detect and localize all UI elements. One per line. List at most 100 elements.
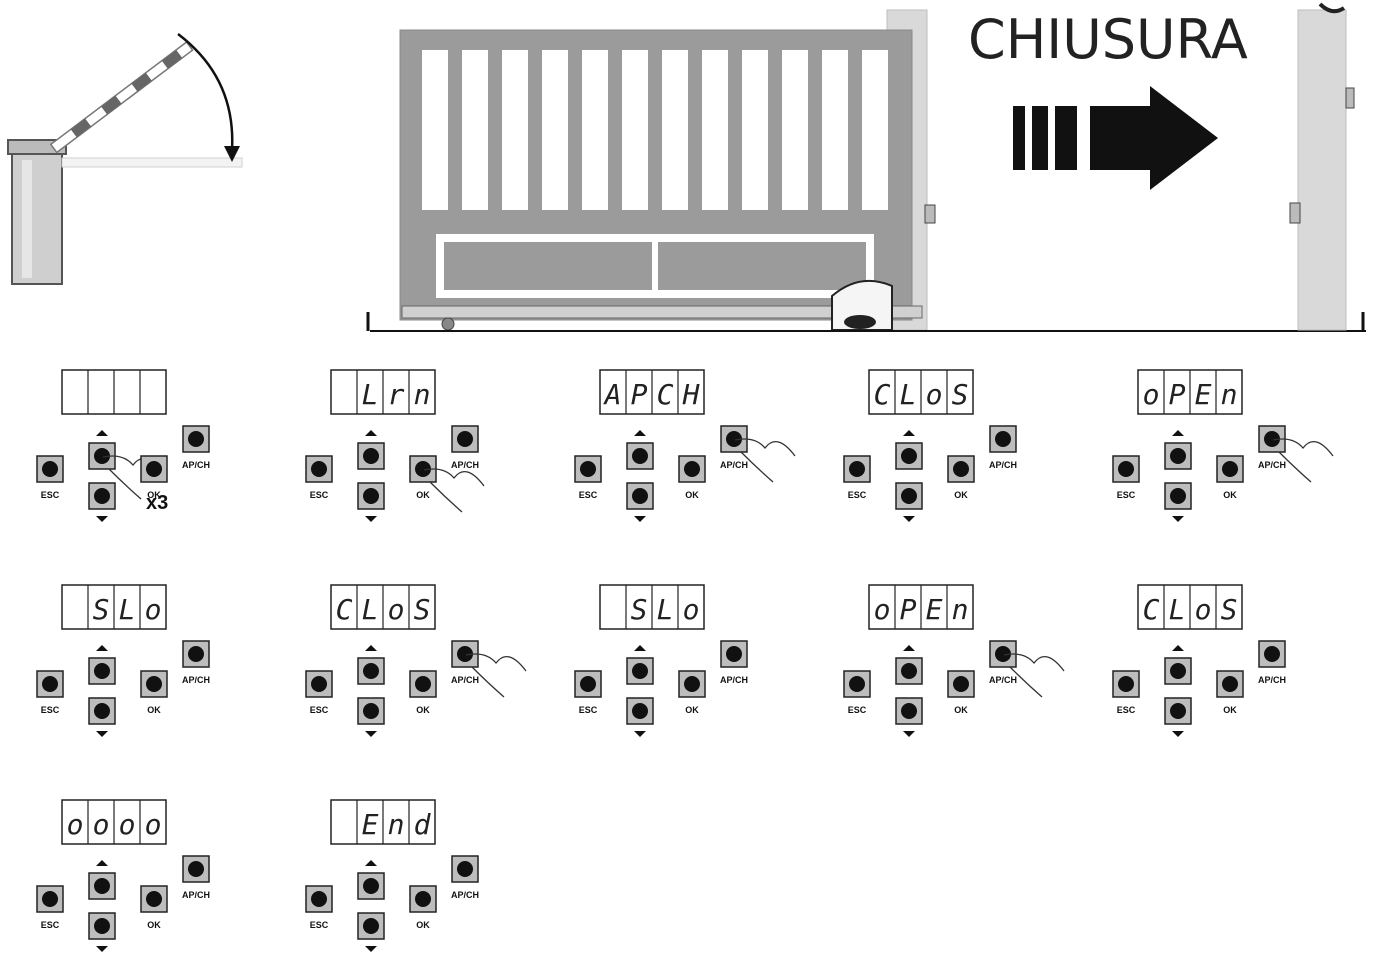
up-button[interactable]	[626, 657, 654, 685]
apch-button[interactable]	[1258, 640, 1286, 668]
down-arrow-icon	[1172, 516, 1184, 522]
down-button[interactable]	[88, 482, 116, 510]
sliding-gate	[366, 2, 1366, 332]
apch-button[interactable]	[451, 855, 479, 883]
up-button[interactable]	[357, 657, 385, 685]
lcd-digit: E	[926, 593, 943, 626]
apch-button[interactable]	[989, 425, 1017, 453]
ok-label: OK	[416, 920, 430, 930]
apch-button[interactable]	[182, 640, 210, 668]
apch-button[interactable]	[720, 425, 796, 483]
up-button[interactable]	[895, 657, 923, 685]
esc-button[interactable]	[305, 670, 333, 698]
apch-label: AP/CH	[720, 460, 748, 470]
apch-label: AP/CH	[182, 460, 210, 470]
ok-button[interactable]	[1216, 455, 1244, 483]
ok-label: OK	[147, 490, 161, 500]
up-button[interactable]	[1164, 442, 1192, 470]
apch-button[interactable]	[1258, 425, 1334, 483]
ok-button[interactable]	[409, 670, 437, 698]
esc-label: ESC	[579, 705, 598, 715]
esc-button[interactable]	[843, 455, 871, 483]
up-arrow-icon	[1172, 645, 1184, 651]
down-button[interactable]	[88, 697, 116, 725]
esc-button[interactable]	[305, 455, 333, 483]
apch-button[interactable]	[451, 425, 479, 453]
down-button[interactable]	[626, 697, 654, 725]
apch-button[interactable]	[451, 640, 527, 698]
esc-button[interactable]	[36, 885, 64, 913]
down-arrow-icon	[634, 731, 646, 737]
up-button[interactable]	[1164, 657, 1192, 685]
up-button[interactable]	[357, 442, 385, 470]
apch-label: AP/CH	[451, 890, 479, 900]
up-button[interactable]	[88, 872, 116, 900]
pointing-hand-icon	[465, 653, 527, 698]
lcd-digit: d	[414, 808, 432, 841]
up-button[interactable]	[88, 657, 116, 685]
esc-button[interactable]	[1112, 670, 1140, 698]
up-button[interactable]	[357, 872, 385, 900]
ok-button[interactable]	[140, 670, 168, 698]
ok-button[interactable]	[947, 670, 975, 698]
apch-button[interactable]	[989, 640, 1065, 698]
lcd-digit: S	[1221, 593, 1238, 626]
esc-button[interactable]	[36, 670, 64, 698]
apch-label: AP/CH	[451, 675, 479, 685]
down-button[interactable]	[895, 697, 923, 725]
lcd-display	[61, 369, 167, 415]
esc-button[interactable]	[305, 885, 333, 913]
esc-button[interactable]	[1112, 455, 1140, 483]
ok-button[interactable]	[140, 885, 168, 913]
pointing-hand-icon	[734, 438, 796, 483]
lcd-digit: L	[119, 593, 136, 626]
lcd-digit: S	[414, 593, 431, 626]
ok-button[interactable]	[678, 670, 706, 698]
ok-button[interactable]	[140, 455, 168, 483]
apch-label: AP/CH	[989, 675, 1017, 685]
apch-label: AP/CH	[182, 890, 210, 900]
apch-label: AP/CH	[1258, 675, 1286, 685]
down-button[interactable]	[1164, 697, 1192, 725]
esc-label: ESC	[310, 705, 329, 715]
down-button[interactable]	[626, 482, 654, 510]
ok-button[interactable]	[947, 455, 975, 483]
up-button[interactable]	[626, 442, 654, 470]
up-button[interactable]	[895, 442, 923, 470]
apch-button[interactable]	[720, 640, 748, 668]
down-button[interactable]	[357, 912, 385, 940]
apch-label: AP/CH	[989, 460, 1017, 470]
esc-button[interactable]	[36, 455, 64, 483]
lcd-digit: C	[874, 378, 891, 411]
lcd-digit: o	[1143, 378, 1160, 411]
down-button[interactable]	[357, 697, 385, 725]
down-button[interactable]	[357, 482, 385, 510]
esc-button[interactable]	[843, 670, 871, 698]
ok-button[interactable]	[678, 455, 706, 483]
down-arrow-icon	[903, 731, 915, 737]
apch-button[interactable]	[182, 855, 210, 883]
up-arrow-icon	[1172, 430, 1184, 436]
down-button[interactable]	[895, 482, 923, 510]
lcd-digit: r	[388, 378, 405, 411]
down-arrow-icon	[365, 516, 377, 522]
down-button[interactable]	[1164, 482, 1192, 510]
down-button[interactable]	[88, 912, 116, 940]
esc-button[interactable]	[574, 670, 602, 698]
ok-button[interactable]	[409, 885, 437, 913]
apch-button[interactable]	[182, 425, 210, 453]
ok-button[interactable]	[1216, 670, 1244, 698]
up-arrow-icon	[634, 645, 646, 651]
ok-button[interactable]	[409, 455, 485, 513]
esc-button[interactable]	[574, 455, 602, 483]
lcd-digit: P	[1169, 378, 1186, 411]
esc-label: ESC	[41, 490, 60, 500]
